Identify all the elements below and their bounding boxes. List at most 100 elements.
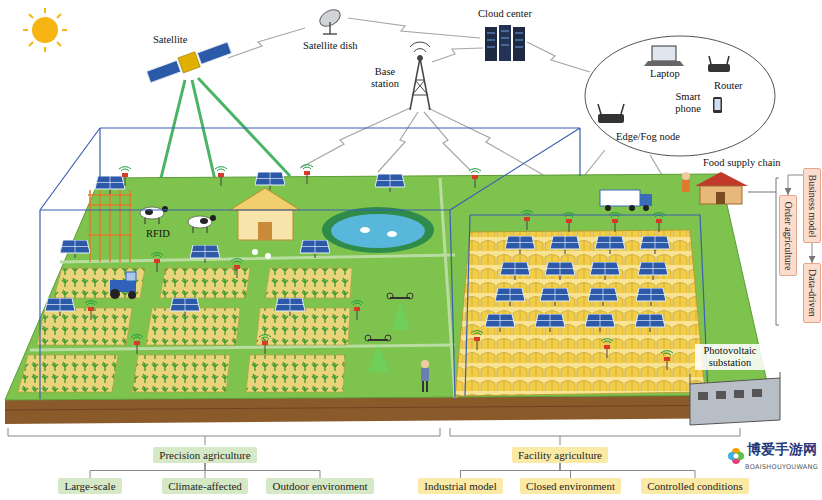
photovoltaic-substation-part — [752, 389, 762, 397]
solar-panels-part — [545, 262, 575, 280]
truck-part — [643, 205, 649, 211]
photovoltaic-substation-part — [690, 374, 691, 384]
connector-line — [812, 243, 813, 263]
photovoltaic-substation-part — [698, 392, 708, 400]
category-box: Facility agriculture — [512, 447, 608, 463]
farmer-part — [421, 368, 429, 381]
farmer-part — [426, 381, 428, 392]
device-label: Laptop — [650, 68, 680, 80]
crop-fields-part — [246, 355, 345, 392]
pond-part — [387, 231, 397, 237]
solar-panels-part — [375, 174, 405, 192]
food-supply-house-part — [748, 192, 776, 193]
part-label: Cloud center — [478, 8, 532, 20]
truck-part — [605, 205, 611, 211]
pond-part — [322, 207, 434, 253]
wireless-links-part — [228, 28, 305, 58]
device-label: Edge/Fog node — [616, 131, 680, 143]
wireless-links-part — [428, 108, 545, 176]
sensors-part — [259, 335, 271, 354]
cloud-server-part-part — [487, 33, 495, 34]
satellite-part — [178, 52, 200, 73]
sensors — [85, 165, 673, 370]
solar-panels-part — [590, 262, 620, 280]
sun-part-part — [29, 14, 33, 18]
business-box: Order agriculture — [779, 195, 797, 276]
watermark: BOAISHOUYOUWANG — [745, 463, 818, 471]
satellite-beams-part — [160, 80, 185, 182]
solar-panels-part — [275, 298, 305, 316]
edge-devices-ellipse-part — [621, 104, 624, 114]
solar-panels-part — [535, 314, 565, 332]
edge-devices-ellipse-part — [644, 61, 684, 66]
farm-base-part — [5, 405, 770, 410]
part-label: RFID — [146, 228, 170, 240]
node-text: Outdoor environment — [272, 479, 368, 493]
satellite-dish-part — [329, 22, 331, 34]
cloud-server — [485, 25, 525, 61]
sensors-part — [351, 301, 363, 320]
solar-panels-part — [190, 245, 220, 263]
food-supply-house — [682, 172, 776, 204]
wireframe-boxes-part — [100, 128, 580, 178]
cows-part — [207, 227, 208, 233]
pond-part — [331, 214, 425, 248]
cows-part — [200, 218, 208, 224]
feature-box: Controlled conditions — [641, 478, 749, 494]
truck-part — [600, 190, 640, 206]
node-text: Closed environment — [526, 479, 615, 493]
edge-devices-ellipse-part — [708, 64, 730, 72]
business-box: Data-driven — [803, 263, 821, 323]
connector-line — [461, 463, 561, 478]
fence-part — [109, 190, 111, 262]
drones-part — [385, 335, 391, 341]
cows-part — [188, 216, 212, 228]
edge-devices-ellipse-part — [598, 114, 624, 123]
edge-devices-ellipse-part — [715, 99, 721, 110]
connector-line — [205, 463, 320, 478]
base-station-tower — [410, 42, 430, 110]
fence-part — [119, 190, 121, 262]
farm-base — [5, 174, 770, 424]
category-box: Precision agriculture — [153, 447, 257, 463]
solar-panels — [45, 172, 670, 332]
solar-panels-part — [638, 262, 668, 280]
cloud-server-part — [487, 31, 523, 47]
wireless-links-part — [424, 112, 470, 170]
farmer-part — [422, 381, 424, 392]
sun — [23, 8, 67, 52]
base-station-tower-part — [414, 49, 426, 52]
barn-part — [230, 188, 300, 210]
food-supply-house-part — [682, 172, 690, 180]
node-text: Business model — [806, 174, 818, 237]
node-text: Controlled conditions — [647, 479, 743, 493]
sun-part — [23, 8, 67, 52]
edge-devices-ellipse-part — [585, 36, 775, 156]
base-station-tower-part — [412, 80, 425, 95]
satellite-beams-part — [192, 80, 215, 180]
solar-panels-part — [60, 240, 90, 258]
food-supply-house-part — [716, 192, 725, 204]
cows-part — [210, 215, 216, 221]
base-station-tower-part — [415, 80, 428, 95]
sensors-part — [85, 301, 97, 320]
crop-fields-part — [265, 268, 352, 298]
solar-panels-part — [640, 236, 670, 254]
tractor-part — [128, 291, 136, 299]
pond-part — [360, 227, 370, 233]
sensors-part — [151, 253, 163, 272]
crop-fields-part — [54, 268, 145, 298]
solar-panels-part — [95, 176, 125, 194]
edge-devices-ellipse — [585, 36, 775, 156]
cloud-server-part-part — [501, 45, 509, 46]
cows-part — [145, 218, 146, 224]
barn-part — [265, 253, 271, 259]
solar-panels-part — [255, 172, 285, 190]
food-supply-house-part — [682, 180, 690, 192]
cows-part — [140, 207, 164, 219]
satellite-dish — [317, 6, 343, 34]
solar-panels-part — [585, 314, 615, 332]
wireframe-boxes-part — [40, 128, 580, 210]
